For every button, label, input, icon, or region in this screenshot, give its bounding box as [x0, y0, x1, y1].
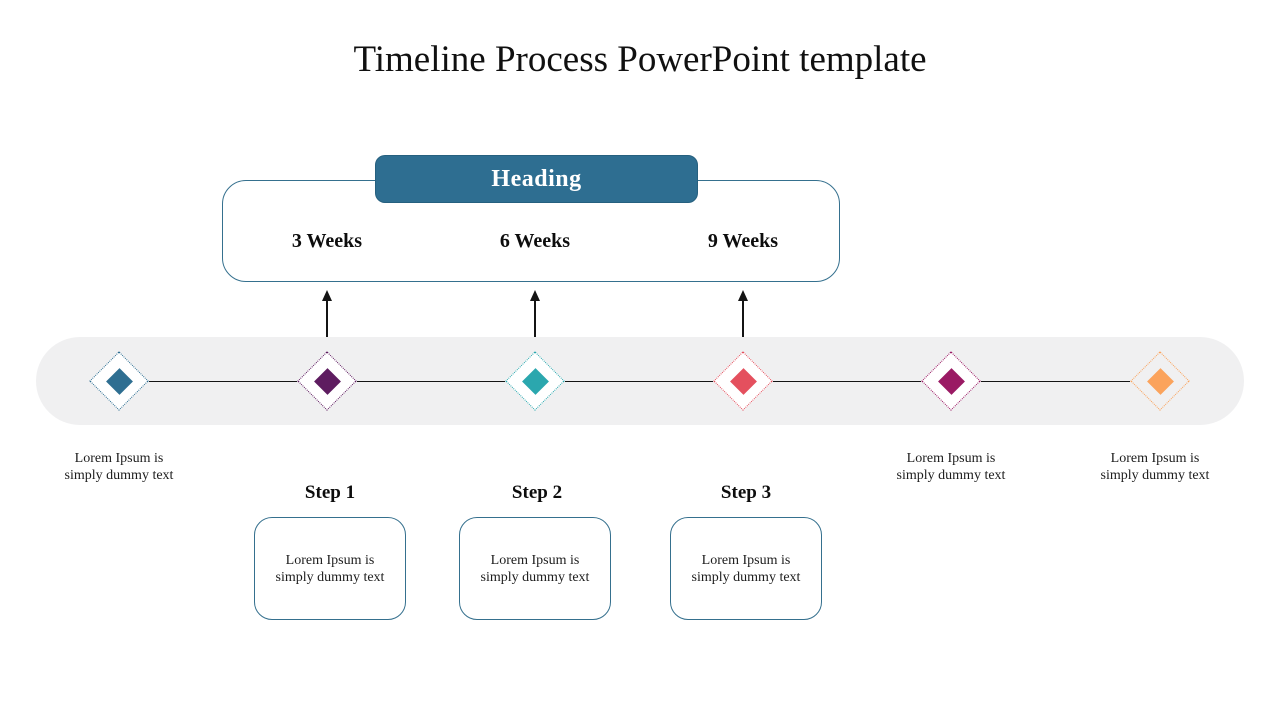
step-3-label: Step 3: [720, 482, 772, 503]
timeline-connector: [565, 380, 713, 382]
timeline-connector: [149, 380, 297, 382]
step-2-box[interactable]: Lorem Ipsum is simply dummy text: [459, 517, 611, 620]
week-label-3-weeks: 3 Weeks: [291, 230, 363, 252]
marker-5-caption: Lorem Ipsum is simply dummy text: [896, 451, 1006, 483]
week-label-9-weeks: 9 Weeks: [707, 230, 779, 252]
timeline-marker-4[interactable]: [713, 351, 773, 411]
heading-button[interactable]: Heading: [375, 155, 698, 203]
timeline-marker-6[interactable]: [1130, 351, 1190, 411]
timeline-marker-3[interactable]: [505, 351, 565, 411]
slide-title: Timeline Process PowerPoint template: [353, 39, 927, 80]
step-1-box[interactable]: Lorem Ipsum is simply dummy text: [254, 517, 406, 620]
step-1-label: Step 1: [304, 482, 356, 503]
step-2-label: Step 2: [511, 482, 563, 503]
timeline-connector: [773, 380, 921, 382]
marker-1-caption: Lorem Ipsum is simply dummy text: [64, 451, 174, 483]
marker-6-caption: Lorem Ipsum is simply dummy text: [1100, 451, 1210, 483]
timeline-connector: [981, 380, 1130, 382]
timeline-connector: [357, 380, 505, 382]
arrow-up-icon: [530, 290, 540, 351]
timeline-marker-1[interactable]: [89, 351, 149, 411]
arrow-up-icon: [322, 290, 332, 351]
arrow-up-icon: [738, 290, 748, 351]
timeline-marker-2[interactable]: [297, 351, 357, 411]
timeline-marker-5[interactable]: [921, 351, 981, 411]
step-3-box[interactable]: Lorem Ipsum is simply dummy text: [670, 517, 822, 620]
week-label-6-weeks: 6 Weeks: [499, 230, 571, 252]
heading-label: Heading: [491, 165, 582, 192]
